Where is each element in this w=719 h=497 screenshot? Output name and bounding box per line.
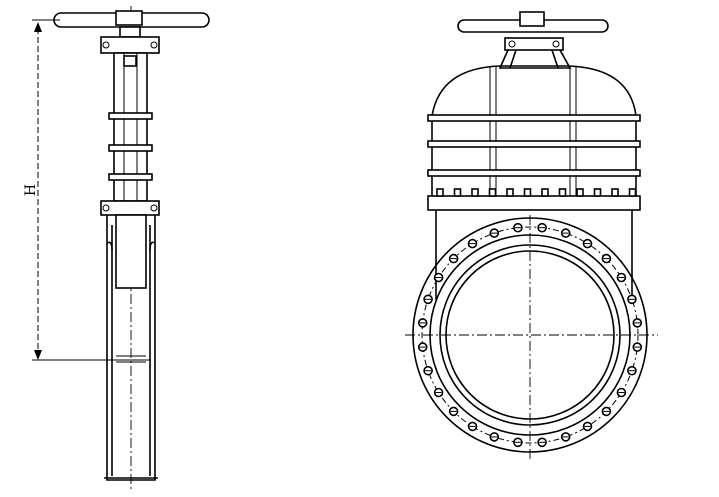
front-band-3 [427, 169, 641, 177]
front-bonnet-dome [431, 65, 637, 117]
side-stem-nut [119, 26, 141, 38]
side-yoke-flange [100, 36, 160, 54]
bonnet-bolt [576, 188, 584, 197]
bonnet-bolt [541, 188, 549, 197]
bonnet-bolt [523, 188, 532, 197]
bonnet-bolt [506, 188, 514, 197]
flange-ring-bolts [417, 222, 643, 448]
side-body [106, 215, 156, 481]
front-view [405, 11, 658, 462]
bonnet-bolt [628, 188, 637, 197]
dimension-label-h: H [23, 184, 39, 196]
dimension-arrow-top [34, 22, 42, 32]
front-yoke-top [504, 37, 564, 51]
front-handwheel-hub [519, 11, 545, 27]
bonnet-flange-bolts [436, 188, 637, 197]
side-bonnet-flange [100, 200, 160, 216]
side-band-3 [108, 173, 153, 181]
bonnet-bolt [471, 188, 479, 197]
bonnet-bolt [558, 188, 567, 197]
bolt-circle [421, 226, 639, 444]
bonnet-bolt [453, 188, 462, 197]
front-bore-outer [439, 244, 621, 426]
side-handwheel-hub [115, 10, 143, 26]
front-band-2 [427, 140, 641, 148]
dimension-arrow-bottom [34, 350, 42, 360]
side-gate [115, 214, 147, 289]
side-band-2 [108, 144, 153, 152]
bonnet-bolt [436, 188, 444, 197]
bonnet-bolt [488, 188, 497, 197]
front-band-1 [427, 114, 641, 122]
side-band-1 [108, 112, 153, 120]
bonnet-bolt [593, 188, 602, 197]
bonnet-bolt [611, 188, 619, 197]
front-bonnet-flange [427, 195, 641, 211]
side-view: H [23, 6, 210, 492]
